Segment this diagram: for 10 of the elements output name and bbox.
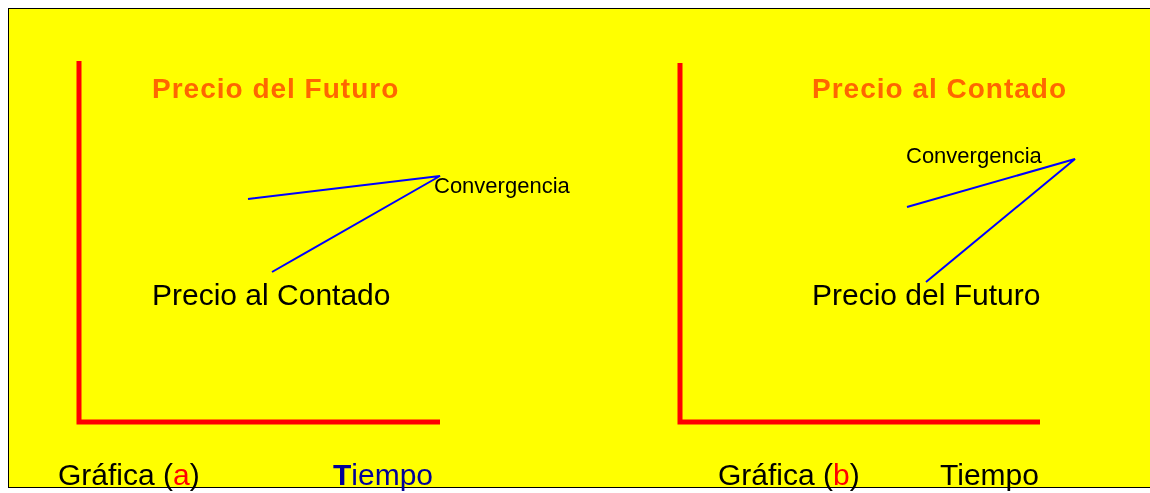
curve-title: Precio al Contado	[812, 75, 1068, 103]
curve-label: Convergencia	[906, 145, 1042, 167]
curve-label: Convergencia	[434, 175, 570, 197]
chart-caption: Gráfica (b)	[718, 460, 860, 490]
chart-caption: Gráfica (a)	[58, 460, 200, 490]
axis-label: Tiempo	[333, 460, 434, 490]
axis-label: Tiempo	[940, 460, 1039, 490]
curve-label: Precio del Futuro	[812, 280, 1041, 310]
curve-title: Precio del Futuro	[152, 75, 400, 103]
curve-label: Precio al Contado	[152, 280, 391, 310]
